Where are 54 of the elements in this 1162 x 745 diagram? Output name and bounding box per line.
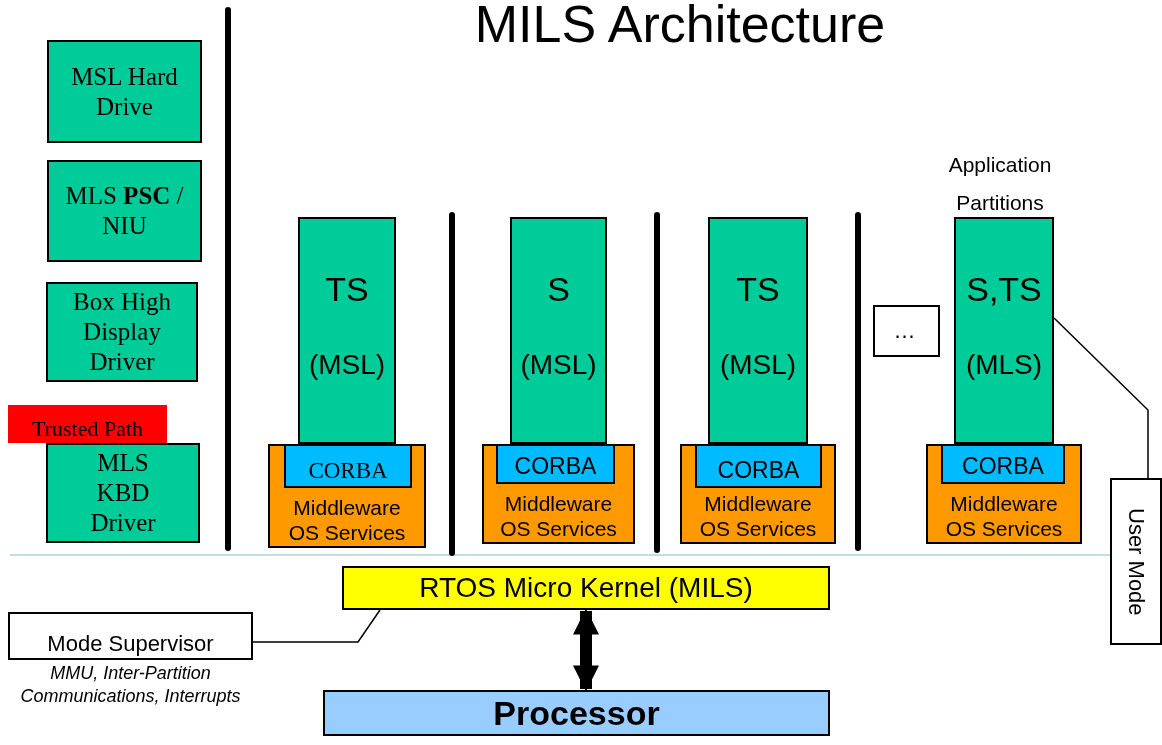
leader-line: [1053, 317, 1149, 479]
box-label: User Mode: [1123, 507, 1150, 616]
box-label: Middleware OS Services: [499, 490, 618, 541]
box-label: MSL Hard Drive: [70, 61, 179, 122]
device-box: [46, 282, 198, 382]
description-text: MMU, Inter-Partition Communications, Interrupts: [19, 662, 242, 709]
level-label: (MSL): [308, 347, 386, 382]
classification-label: S: [547, 269, 570, 310]
classification-label: S,TS: [966, 269, 1042, 310]
middleware-box: [268, 444, 426, 548]
partition-box: [298, 217, 396, 444]
ellipsis-box: [873, 305, 940, 357]
box-label: …: [893, 317, 920, 345]
box-label: CORBA: [308, 457, 388, 485]
middleware-box: [926, 444, 1082, 544]
box-label: Mode Supervisor: [47, 630, 214, 657]
box-label: CORBA: [962, 453, 1044, 481]
box-label: MLS KBD Driver: [89, 448, 157, 538]
box-label: Middleware OS Services: [944, 490, 1064, 541]
level-label: (MLS): [965, 347, 1043, 382]
box-label: Box High Display Driver: [72, 287, 172, 377]
kernel-box: [342, 566, 830, 610]
box-label: RTOS Micro Kernel (MILS): [419, 571, 753, 605]
device-box: [47, 40, 202, 143]
middleware-box: [680, 444, 836, 544]
partition-box: [510, 217, 607, 444]
device-box: [47, 160, 202, 262]
level-label: (MSL): [520, 347, 597, 382]
box-label: Trusted Path: [31, 415, 143, 442]
box-label: MLS PSC / NIU: [64, 181, 185, 241]
partition-box: [954, 217, 1054, 444]
section-label: Application Partitions: [947, 152, 1053, 216]
double-arrow: [573, 608, 599, 692]
box-label: CORBA: [717, 457, 800, 485]
corba-box: [941, 444, 1065, 484]
partition-box: [708, 217, 808, 444]
middleware-box: [482, 444, 635, 544]
classification-label: TS: [325, 269, 369, 310]
device-box: [46, 443, 200, 543]
title: MILS Architecture: [473, 0, 887, 54]
leader-line: [252, 609, 381, 643]
mode-supervisor-box: [8, 612, 253, 660]
box-label: Middleware OS Services: [698, 490, 818, 541]
box-label: Processor: [493, 692, 660, 734]
box-label: Middleware OS Services: [287, 494, 407, 545]
corba-box: [496, 444, 615, 484]
processor-box: [323, 690, 830, 736]
box-label: CORBA: [514, 453, 597, 481]
corba-box: [284, 444, 412, 488]
user-mode-box: [1110, 478, 1162, 645]
trusted-path-band: [8, 405, 167, 443]
classification-label: TS: [736, 269, 780, 310]
level-label: (MSL): [719, 347, 797, 382]
corba-box: [695, 444, 822, 488]
